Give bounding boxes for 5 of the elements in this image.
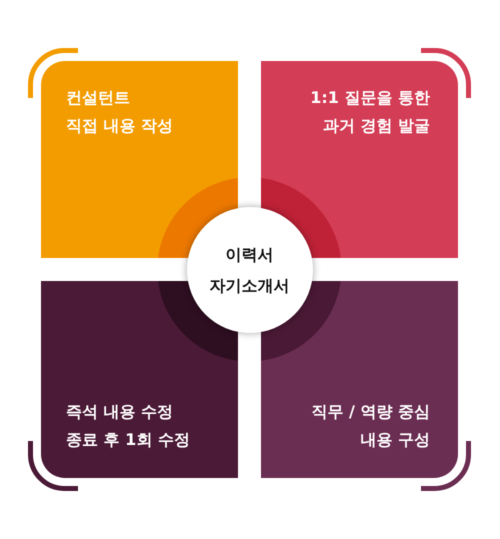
center-text: 이력서 자기소개서 [210,244,290,296]
panel-text: 1:1 질문을 통한 과거 경험 발굴 [310,87,430,137]
panel-text: 컨설턴트 직접 내용 작성 [66,87,174,137]
panel-text: 즉석 내용 수정 종료 후 1회 수정 [66,401,190,451]
panel-text: 직무 / 역량 중심 내용 구성 [311,401,430,451]
